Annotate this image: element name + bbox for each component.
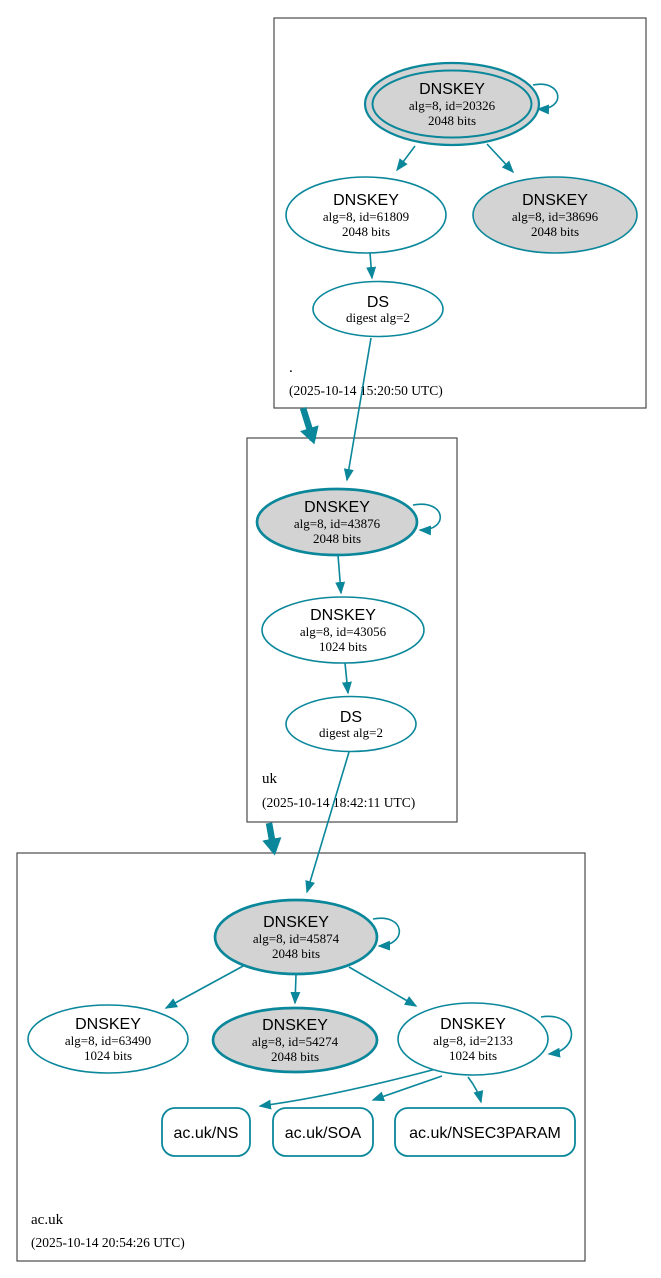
rrset-label: ac.uk/NS bbox=[174, 1125, 239, 1142]
dnskey-ellipse bbox=[472, 176, 638, 254]
edge-uk-ksk-self-loop bbox=[412, 503, 441, 536]
edge-ac-uk-ksk-to-zsk-54274 bbox=[290, 974, 301, 1005]
edge-root-ksk-to-zsk-38696 bbox=[486, 143, 515, 174]
node-title: DNSKEY bbox=[333, 192, 399, 209]
node-detail: alg=8, id=20326 bbox=[409, 98, 496, 113]
ds-node-uk: DS digest alg=2 bbox=[285, 695, 417, 753]
edge-uk-zsk-to-ds bbox=[341, 662, 352, 695]
node-bits: 2048 bits bbox=[271, 1049, 319, 1064]
rrset-node-ac-uk-nsec3param: ac.uk/NSEC3PARAM bbox=[394, 1107, 576, 1157]
node-detail: alg=8, id=43056 bbox=[300, 624, 387, 639]
dnskey-ellipse bbox=[213, 898, 379, 976]
node-bits: 2048 bits bbox=[272, 946, 320, 961]
edge-zsk-2133-to-soa bbox=[371, 1075, 443, 1102]
edge-ac-uk-ksk-to-zsk-63490 bbox=[164, 964, 246, 1009]
node-detail: digest alg=2 bbox=[319, 725, 383, 740]
zone-label-ac-uk: ac.uk bbox=[31, 1212, 64, 1228]
ds-node-root: DS digest alg=2 bbox=[312, 280, 444, 338]
ds-ellipse bbox=[285, 695, 417, 753]
rrset-node-ac-uk-soa: ac.uk/SOA bbox=[272, 1107, 374, 1157]
zone-box-root bbox=[273, 17, 647, 409]
node-title: DS bbox=[340, 709, 362, 726]
rrset-box bbox=[394, 1107, 576, 1157]
zone-box-ac-uk bbox=[16, 852, 586, 1262]
node-detail: alg=8, id=45874 bbox=[253, 931, 340, 946]
edge-zsk-2133-to-nsec3param bbox=[467, 1076, 484, 1104]
node-bits: 2048 bits bbox=[531, 224, 579, 239]
node-detail: alg=8, id=43876 bbox=[294, 516, 381, 531]
dnskey-ellipse bbox=[211, 1006, 379, 1074]
node-title: DNSKEY bbox=[310, 607, 376, 624]
edge-root-ds-to-uk-ksk bbox=[343, 337, 372, 482]
node-bits: 1024 bits bbox=[449, 1048, 497, 1063]
dnskey-node-ac-uk-zsk-2133: DNSKEY alg=8, id=2133 1024 bits bbox=[397, 1002, 549, 1076]
edge-root-zsk-to-ds bbox=[366, 252, 377, 280]
node-detail: alg=8, id=61809 bbox=[323, 209, 409, 224]
node-bits: 2048 bits bbox=[342, 224, 390, 239]
zone-timestamp-root: (2025-10-14 15:20:50 UTC) bbox=[289, 383, 443, 398]
node-title: DNSKEY bbox=[262, 1017, 328, 1034]
node-title: DNSKEY bbox=[75, 1016, 141, 1033]
edge-ac-uk-ksk-to-zsk-2133 bbox=[348, 966, 418, 1007]
edge-root-ksk-to-zsk-61809 bbox=[396, 145, 416, 172]
edge-uk-ds-to-ac-uk-ksk bbox=[305, 751, 350, 894]
rrset-box bbox=[272, 1107, 374, 1157]
node-title: DNSKEY bbox=[304, 499, 370, 516]
zone-timestamp-ac-uk: (2025-10-14 20:54:26 UTC) bbox=[31, 1235, 185, 1250]
node-title: DNSKEY bbox=[440, 1016, 506, 1033]
dnskey-ellipse bbox=[255, 487, 419, 557]
node-bits: 1024 bits bbox=[319, 639, 367, 654]
edge-zsk-2133-to-ns bbox=[258, 1068, 437, 1110]
edge-ac-uk-ksk-self-loop bbox=[372, 917, 401, 951]
node-title: DNSKEY bbox=[522, 192, 588, 209]
node-bits: 2048 bits bbox=[428, 113, 476, 128]
node-detail: digest alg=2 bbox=[346, 310, 410, 325]
zone-box-uk bbox=[246, 437, 458, 823]
dnskey-node-uk-ksk-43876: DNSKEY alg=8, id=43876 2048 bits bbox=[255, 487, 419, 557]
edge-uk-ksk-to-zsk bbox=[335, 554, 346, 595]
node-bits: 2048 bits bbox=[313, 531, 361, 546]
dnskey-ellipse bbox=[27, 1004, 189, 1074]
dnskey-ellipse bbox=[261, 596, 425, 664]
dnskey-ellipse-outer bbox=[363, 61, 541, 147]
rrset-label: ac.uk/NSEC3PARAM bbox=[409, 1125, 561, 1142]
zone-timestamp-uk: (2025-10-14 18:42:11 UTC) bbox=[262, 795, 415, 810]
zone-label-uk: uk bbox=[262, 771, 278, 787]
dnskey-ellipse bbox=[397, 1002, 549, 1076]
edge-root-zone-to-uk-zone bbox=[299, 407, 319, 445]
node-title: DNSKEY bbox=[263, 914, 329, 931]
node-detail: alg=8, id=54274 bbox=[252, 1034, 339, 1049]
node-title: DS bbox=[367, 294, 389, 311]
node-detail: alg=8, id=38696 bbox=[512, 209, 599, 224]
dnskey-node-root-ksk-20326: DNSKEY alg=8, id=20326 2048 bits bbox=[363, 61, 541, 147]
dnskey-node-ac-uk-ksk-45874: DNSKEY alg=8, id=45874 2048 bits bbox=[213, 898, 379, 976]
rrset-node-ac-uk-ns: ac.uk/NS bbox=[161, 1107, 251, 1157]
dnskey-node-root-zsk-38696: DNSKEY alg=8, id=38696 2048 bits bbox=[472, 176, 638, 254]
rrset-box bbox=[161, 1107, 251, 1157]
ds-ellipse bbox=[312, 280, 444, 338]
dnskey-node-ac-uk-zsk-63490: DNSKEY alg=8, id=63490 1024 bits bbox=[27, 1004, 189, 1074]
edge-uk-zone-to-ac-uk-zone bbox=[262, 822, 282, 856]
dnskey-ellipse bbox=[285, 176, 447, 254]
zone-label-root: . bbox=[289, 360, 293, 376]
edge-root-ksk-self-loop bbox=[532, 83, 559, 115]
dnskey-node-ac-uk-zsk-54274: DNSKEY alg=8, id=54274 2048 bits bbox=[211, 1006, 379, 1074]
dnskey-node-uk-zsk-43056: DNSKEY alg=8, id=43056 1024 bits bbox=[261, 596, 425, 664]
node-bits: 1024 bits bbox=[84, 1048, 132, 1063]
node-title: DNSKEY bbox=[419, 81, 485, 98]
node-detail: alg=8, id=63490 bbox=[65, 1033, 151, 1048]
edge-ac-uk-zsk-2133-self-loop bbox=[540, 1015, 573, 1058]
dnskey-node-root-zsk-61809: DNSKEY alg=8, id=61809 2048 bits bbox=[285, 176, 447, 254]
rrset-label: ac.uk/SOA bbox=[285, 1125, 362, 1142]
dnskey-ellipse-inner bbox=[371, 69, 533, 139]
node-detail: alg=8, id=2133 bbox=[433, 1033, 513, 1048]
